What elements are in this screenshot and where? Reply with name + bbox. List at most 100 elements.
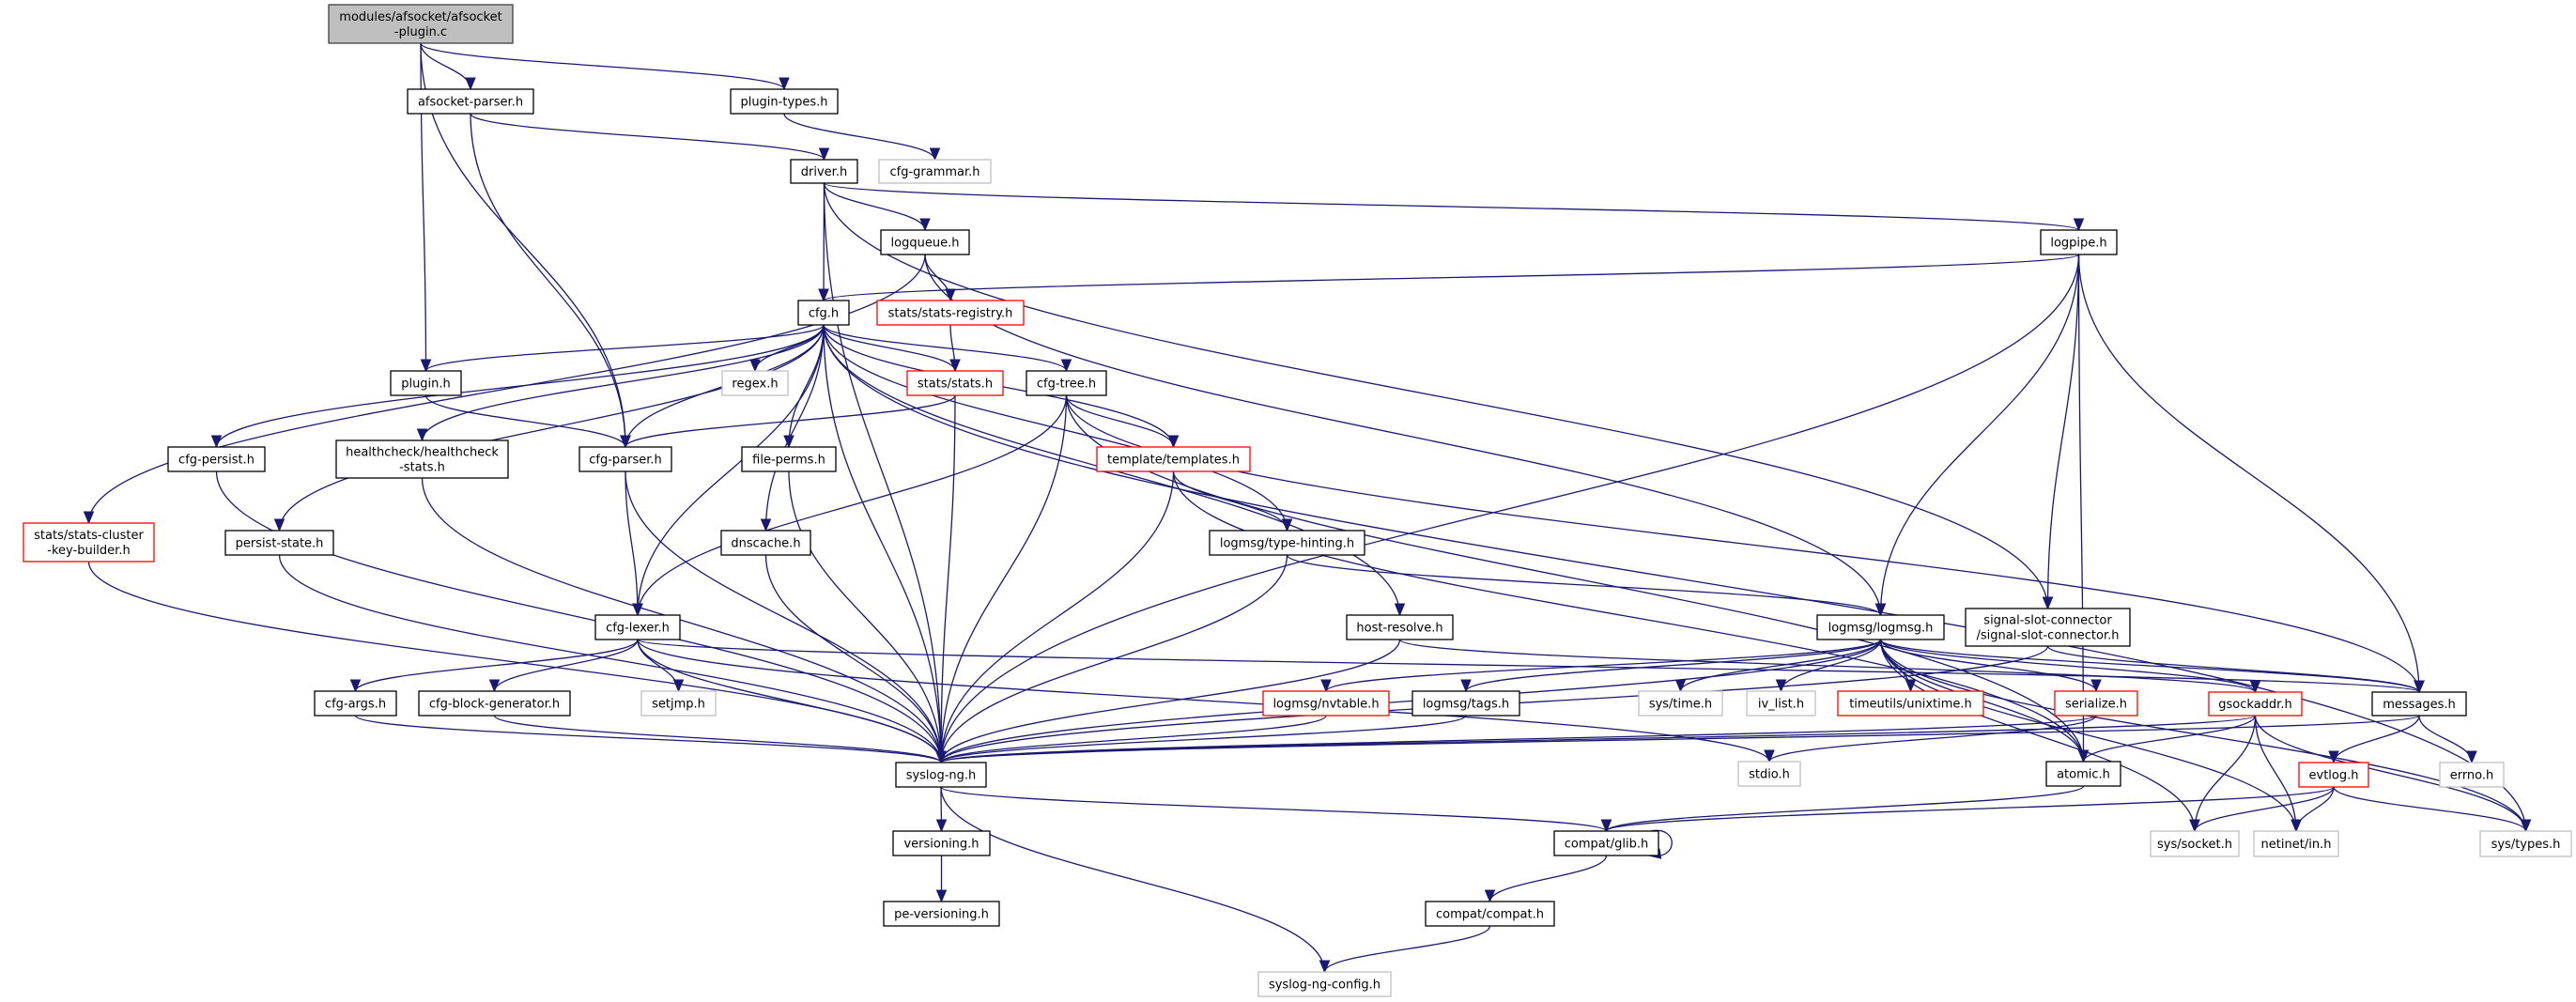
node-label: /signal-slot-connector.h <box>1977 629 2120 643</box>
node-sys-time[interactable]: sys/time.h <box>1638 690 1723 717</box>
node-logmsg[interactable]: logmsg/logmsg.h <box>1816 614 1945 640</box>
node-syslog-ng[interactable]: syslog-ng.h <box>895 762 987 788</box>
edge-line <box>940 254 2080 763</box>
node-logpipe[interactable]: logpipe.h <box>2040 229 2118 255</box>
node-compat-glib[interactable]: compat/glib.h <box>1553 830 1659 856</box>
edge-line <box>2333 786 2527 832</box>
node-cfg-lexer[interactable]: cfg-lexer.h <box>594 614 681 640</box>
node-sys-socket[interactable]: sys/socket.h <box>2150 830 2240 857</box>
arrowhead-icon <box>210 435 223 449</box>
node-afsocket-parser[interactable]: afsocket-parser.h <box>407 88 534 115</box>
node-syslog-ng-config[interactable]: syslog-ng-config.h <box>1257 971 1392 997</box>
node-box <box>790 159 858 184</box>
node-atomic[interactable]: atomic.h <box>2045 761 2121 787</box>
edge-stats-registry-to-stats <box>949 324 961 373</box>
edge-line <box>1489 855 1608 902</box>
node-box <box>328 4 514 44</box>
arrowhead-icon <box>1460 679 1472 693</box>
node-plugin[interactable]: plugin.h <box>390 370 462 396</box>
node-cfg-args[interactable]: cfg-args.h <box>314 690 397 717</box>
node-persist-state[interactable]: persist-state.h <box>224 530 334 556</box>
node-box <box>390 370 462 396</box>
edge-cfg-args-to-syslog-ng <box>354 715 947 764</box>
node-cfg-block-generator[interactable]: cfg-block-generator.h <box>418 690 571 717</box>
node-evtlog[interactable]: evtlog.h <box>2298 762 2369 788</box>
node-label: logqueue.h <box>891 237 960 251</box>
node-iv-list[interactable]: iv_list.h <box>1746 690 1816 717</box>
edge-line <box>354 639 639 692</box>
node-label: stats/stats-cluster <box>34 529 144 543</box>
node-cfg-persist[interactable]: cfg-persist.h <box>167 446 266 472</box>
node-errno[interactable]: errno.h <box>2439 762 2505 788</box>
node-host-resolve[interactable]: host-resolve.h <box>1346 614 1454 640</box>
node-messages[interactable]: messages.h <box>2371 691 2467 717</box>
node-cfg-grammar[interactable]: cfg-grammar.h <box>878 159 992 184</box>
node-regex[interactable]: regex.h <box>721 370 789 396</box>
node-logqueue[interactable]: logqueue.h <box>880 229 970 255</box>
node-unixtime[interactable]: timeutils/unixtime.h <box>1837 690 1984 717</box>
node-driver[interactable]: driver.h <box>790 159 858 184</box>
node-compat-compat[interactable]: compat/compat.h <box>1425 901 1555 927</box>
edge-cfg-to-plugin <box>420 324 825 373</box>
edge-line <box>823 182 2049 609</box>
node-plugin-types[interactable]: plugin-types.h <box>730 88 839 115</box>
edge-plugin-types-to-cfg-grammar <box>783 113 941 162</box>
node-file-perms[interactable]: file-perms.h <box>741 446 837 472</box>
edge-line <box>493 639 639 692</box>
node-cfg-parser[interactable]: cfg-parser.h <box>578 446 672 472</box>
node-stdio[interactable]: stdio.h <box>1737 761 1801 787</box>
node-box <box>314 690 397 717</box>
node-label: plugin.h <box>401 378 451 392</box>
arrowhead-icon <box>2042 596 2054 610</box>
edge-syslog-ng-to-syslog-ng-config <box>940 786 1331 974</box>
edge-line <box>1465 639 1882 692</box>
node-cfg-tree[interactable]: cfg-tree.h <box>1026 370 1107 396</box>
edge-line <box>2077 254 2420 693</box>
arrowhead-icon <box>783 435 794 449</box>
arrowhead-icon <box>949 359 961 373</box>
node-box <box>2298 762 2369 788</box>
node-healthcheck[interactable]: healthcheck/healthcheck-stats.h <box>335 439 509 479</box>
node-label: stats/stats-registry.h <box>888 307 1013 321</box>
node-serialize[interactable]: serialize.h <box>2054 690 2138 717</box>
node-cfg[interactable]: cfg.h <box>797 300 850 326</box>
edge-line <box>1605 786 2335 832</box>
node-nvtable[interactable]: logmsg/nvtable.h <box>1262 690 1390 717</box>
node-sys-types[interactable]: sys/types.h <box>2479 830 2572 857</box>
node-netinet-in[interactable]: netinet/in.h <box>2253 830 2339 857</box>
node-stats-registry[interactable]: stats/stats-registry.h <box>876 300 1025 326</box>
edge-logmsg-to-netinet-in <box>1879 639 2302 833</box>
node-label: netinet/in.h <box>2261 838 2332 852</box>
arrowhead-icon <box>1484 889 1496 903</box>
node-label: -key-builder.h <box>47 544 130 558</box>
node-stats-cluster-key-builder[interactable]: stats/stats-cluster-key-builder.h <box>23 522 155 563</box>
edge-cfg-persist-to-syslog-ng <box>215 470 947 764</box>
node-versioning[interactable]: versioning.h <box>892 830 991 856</box>
edge-line <box>354 715 942 763</box>
node-tags[interactable]: logmsg/tags.h <box>1411 690 1520 717</box>
node-gsockaddr[interactable]: gsockaddr.h <box>2208 691 2303 717</box>
node-box <box>2040 229 2118 255</box>
arrowhead-icon <box>1320 679 1332 693</box>
node-root[interactable]: modules/afsocket/afsocket-plugin.c <box>328 4 514 44</box>
edge-line <box>2333 715 2420 763</box>
edge-logqueue-to-logmsg <box>924 254 1887 617</box>
node-stats[interactable]: stats/stats.h <box>906 370 1004 396</box>
node-pe-versioning[interactable]: pe-versioning.h <box>883 901 1000 927</box>
edge-type-hinting-to-logmsg <box>1286 554 1887 617</box>
edge-cfg-to-dnscache <box>760 324 825 532</box>
edge-afsocket-parser-to-cfg-parser <box>470 113 631 449</box>
edge-line <box>87 254 926 524</box>
node-signal-slot-connector[interactable]: signal-slot-connector/signal-slot-connec… <box>1965 608 2131 647</box>
node-dnscache[interactable]: dnscache.h <box>720 530 811 556</box>
node-setjmp[interactable]: setjmp.h <box>640 690 717 717</box>
edge-templates-to-type-hinting <box>1172 470 1293 532</box>
node-label: syslog-ng-config.h <box>1269 979 1381 993</box>
edge-logpipe-to-syslog-ng <box>935 254 2080 764</box>
node-type-hinting[interactable]: logmsg/type-hinting.h <box>1209 530 1365 556</box>
arrowhead-icon <box>818 288 829 302</box>
node-box <box>407 88 534 115</box>
edge-line <box>1780 639 1882 692</box>
edge-logpipe-to-signal-slot-connector <box>2042 254 2080 610</box>
node-templates[interactable]: template/templates.h <box>1096 446 1251 472</box>
